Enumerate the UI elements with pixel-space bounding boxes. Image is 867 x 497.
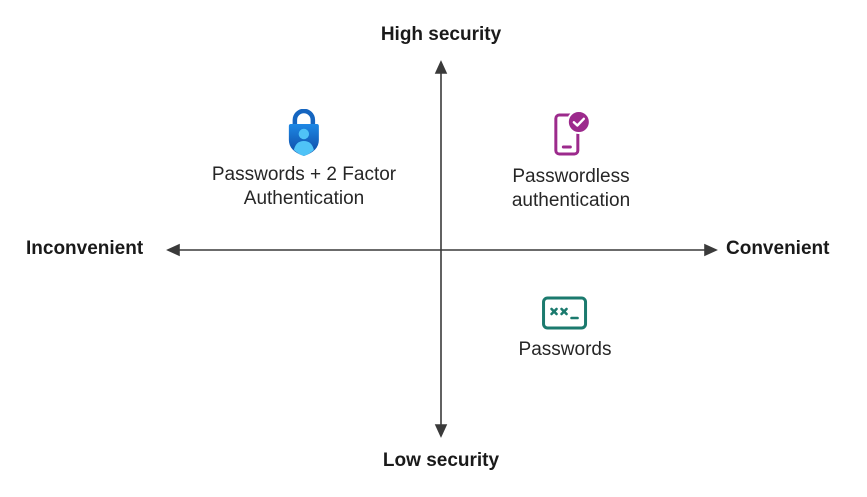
vertical-axis-arrow-up (434, 60, 448, 74)
quadrant-label: Passwords (518, 339, 612, 360)
quadrant-label-line2: Authentication (243, 188, 365, 209)
phone-check-icon (554, 110, 591, 156)
axis-label-high-security: High security (380, 24, 502, 45)
axis-label-convenient: Convenient (726, 238, 830, 259)
axis-label-inconvenient: Inconvenient (26, 238, 144, 259)
quadrant-label-line1: Passwordless (512, 166, 630, 187)
password-field-icon (542, 296, 588, 330)
vertical-axis-arrow-down (434, 424, 448, 438)
quadrant-label-line2: authentication (511, 190, 631, 211)
axis-label-low-security: Low security (382, 450, 500, 471)
quadrant-passwords-2fa: Passwords + 2 Factor Authentication (212, 109, 396, 211)
quadrant-passwords: Passwords (518, 296, 612, 362)
quadrant-passwordless: Passwordless authentication (512, 110, 630, 213)
authenticator-lock-icon (289, 109, 319, 156)
horizontal-axis-arrow-left (166, 243, 180, 257)
horizontal-axis-arrow-right (704, 243, 718, 257)
quadrant-label-line1: Passwords + 2 Factor (211, 164, 397, 185)
